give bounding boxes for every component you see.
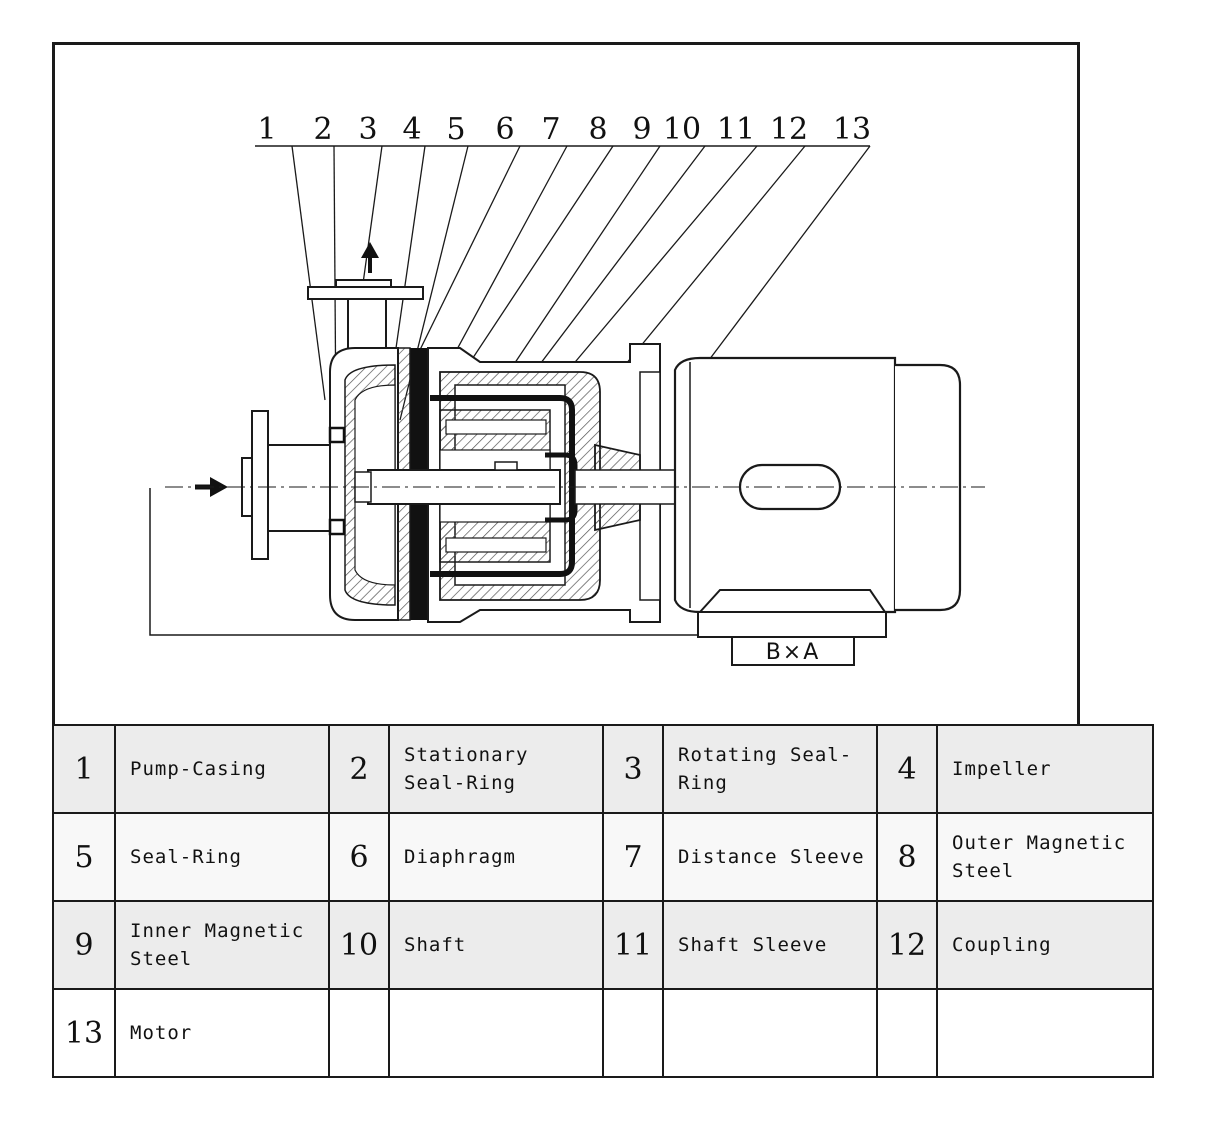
motor: B×A [673, 356, 962, 666]
callout-number: 11 [717, 112, 755, 147]
base-outline [149, 488, 700, 636]
legend-part-number: 8 [876, 812, 938, 902]
callout-number: 7 [541, 112, 560, 147]
legend-part-name: Shaft [388, 900, 604, 990]
legend-part-name: Shaft Sleeve [662, 900, 878, 990]
legend-part-number: 4 [876, 724, 938, 814]
legend-part-number: 13 [52, 988, 116, 1078]
motor-foot [697, 589, 887, 613]
legend-part-number: 10 [328, 900, 390, 990]
callout-number: 12 [770, 112, 808, 147]
legend-part-name: Coupling [936, 900, 1154, 990]
legend-part-number [602, 988, 664, 1078]
containment-shell [430, 395, 575, 577]
legend-part-number [876, 988, 938, 1078]
legend-part-name: Rotating Seal-Ring [662, 724, 878, 814]
legend-part-name [388, 988, 604, 1078]
seal-ring-top [328, 426, 346, 444]
legend-part-number: 1 [52, 724, 116, 814]
legend-part-name: Stationary Seal-Ring [388, 724, 604, 814]
legend-part-name: Motor [114, 988, 330, 1078]
legend-part-name: Impeller [936, 724, 1154, 814]
legend-part-name: Outer Magnetic Steel [936, 812, 1154, 902]
dimension-label: B×A [766, 640, 821, 665]
legend-part-number: 11 [602, 900, 664, 990]
shaft-key [494, 461, 518, 471]
callout-number: 4 [402, 112, 421, 147]
legend-part-number: 12 [876, 900, 938, 990]
callout-number: 2 [313, 112, 332, 147]
discharge-nozzle [307, 279, 424, 350]
legend-part-name: Pump-Casing [114, 724, 330, 814]
callout-number: 10 [663, 112, 701, 147]
callout-number: 9 [632, 112, 651, 147]
suction-nozzle [241, 410, 331, 560]
legend-part-number: 5 [52, 812, 116, 902]
legend-part-number: 6 [328, 812, 390, 902]
callout-number: 5 [446, 112, 465, 147]
legend-part-number [328, 988, 390, 1078]
legend-part-number: 3 [602, 724, 664, 814]
callout-number: 1 [257, 112, 276, 147]
legend-part-number: 7 [602, 812, 664, 902]
callout-number: 13 [833, 112, 871, 147]
legend-part-name: Distance Sleeve [662, 812, 878, 902]
callout-number: 3 [358, 112, 377, 147]
discharge-arrow [361, 242, 379, 273]
dimension-box [731, 636, 855, 666]
legend-part-name: Diaphragm [388, 812, 604, 902]
seal-ring-bottom [328, 518, 346, 536]
legend-part-number: 9 [52, 900, 116, 990]
callout-number: 8 [588, 112, 607, 147]
legend-part-name [662, 988, 878, 1078]
legend-part-name: Inner Magnetic Steel [114, 900, 330, 990]
legend-part-name: Seal-Ring [114, 812, 330, 902]
legend-part-name [936, 988, 1154, 1078]
callout-number: 6 [495, 112, 514, 147]
legend-part-number: 2 [328, 724, 390, 814]
